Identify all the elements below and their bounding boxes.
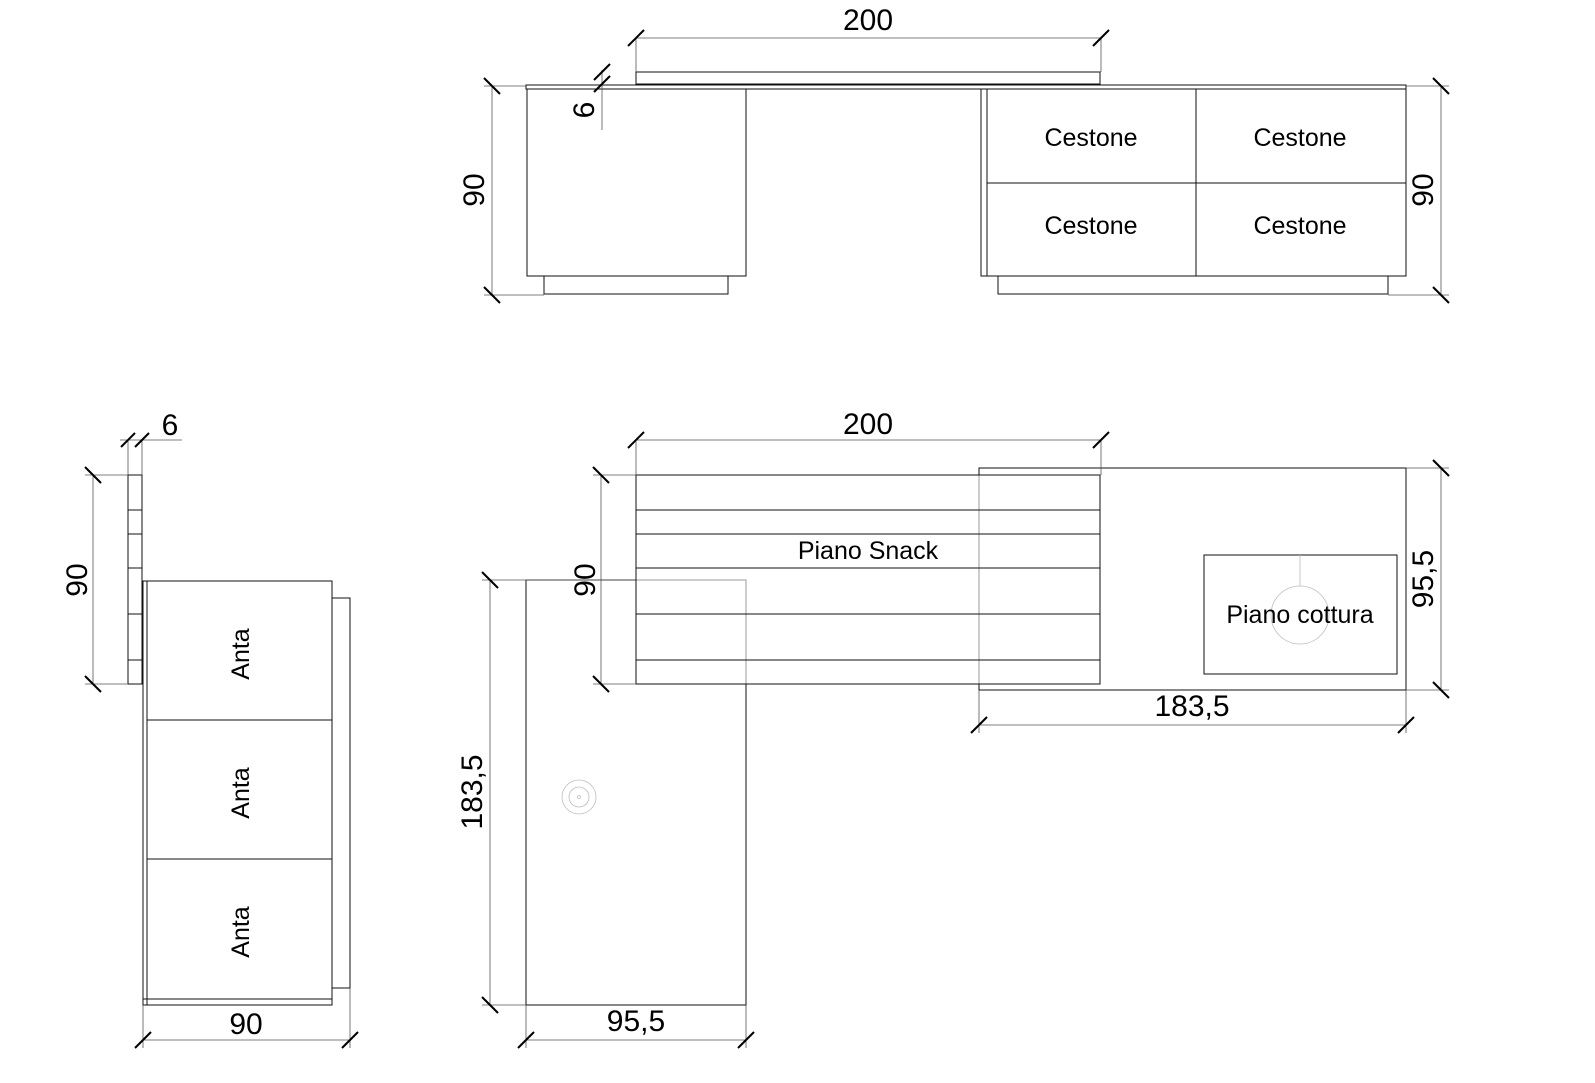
dim-front-height-right: 90 (1407, 173, 1440, 206)
drawer-label-4: Cestone (1253, 212, 1346, 240)
right-plinth-front (997, 275, 1389, 295)
front-view: Cestone Cestone Cestone Cestone 200 6 90… (458, 4, 1450, 304)
dim-side-depth: 6 (162, 409, 179, 442)
dim-tick (120, 432, 136, 448)
dim-tick (593, 63, 611, 81)
dim-side-width: 90 (229, 1008, 262, 1041)
drawer-label-1: Cestone (1044, 124, 1137, 152)
drawer-label-3: Cestone (1044, 212, 1137, 240)
side-view: Anta Anta Anta 6 90 90 (61, 409, 359, 1049)
snack-top-front (635, 71, 1101, 85)
left-unit-front (526, 88, 747, 277)
dim-tick (84, 675, 102, 693)
right-counter-plan (978, 467, 1407, 691)
dim-side-height: 90 (61, 563, 94, 596)
drawer-label-2: Cestone (1253, 124, 1346, 152)
dim-snack-depth: 90 (569, 563, 602, 596)
door-label-2: Anta (227, 767, 255, 819)
door-label-3: Anta (227, 906, 255, 958)
countertop-front (525, 84, 1407, 90)
snack-top-side (127, 474, 143, 685)
dim-tick (737, 1031, 755, 1049)
dim-tick (592, 675, 610, 693)
dim-tick (517, 1031, 535, 1049)
dim-tick (1432, 681, 1450, 699)
dim-right-length: 183,5 (1154, 690, 1229, 723)
dim-tick (134, 432, 150, 448)
dim-tick (593, 75, 611, 93)
dim-front-height-left: 90 (458, 173, 491, 206)
snack-top-plan (635, 474, 1101, 685)
dim-tick (341, 1031, 359, 1049)
dim-front-depth: 6 (568, 102, 601, 119)
dim-tick (627, 29, 645, 47)
dim-left-width: 95,5 (607, 1005, 665, 1038)
dim-tick (1092, 431, 1110, 449)
dim-tick (1092, 29, 1110, 47)
sink-icon (561, 779, 597, 815)
cooktop-label: Piano cottura (1226, 601, 1373, 629)
dim-tick (592, 466, 610, 484)
snack-label: Piano Snack (798, 537, 939, 565)
sink-center-icon (577, 795, 581, 799)
dim-tick (1432, 77, 1450, 95)
dim-front-width: 200 (843, 4, 893, 37)
cooktop (1203, 554, 1398, 675)
dim-tick (483, 77, 501, 95)
dim-right-depth: 95,5 (1407, 550, 1440, 608)
dim-tick (84, 466, 102, 484)
hidden-overlap (978, 474, 1101, 685)
dim-tick (1432, 459, 1450, 477)
dim-left-length: 183,5 (456, 754, 489, 829)
left-plinth-front (543, 275, 729, 295)
dim-tick (627, 431, 645, 449)
hidden-overlap (635, 579, 747, 685)
side-end-panel (331, 597, 351, 989)
dim-tick (481, 571, 499, 589)
dim-tick (970, 716, 988, 734)
dim-tick (134, 1031, 152, 1049)
door-label-1: Anta (227, 628, 255, 680)
dim-tick (1432, 286, 1450, 304)
dim-tick (483, 286, 501, 304)
dim-tick (1397, 716, 1415, 734)
sink-drain-icon (568, 786, 590, 808)
plan-view: Piano Snack Piano cottura 200 90 95,5 (456, 408, 1450, 1049)
dim-tick (481, 996, 499, 1014)
dim-plan-width: 200 (843, 408, 893, 441)
